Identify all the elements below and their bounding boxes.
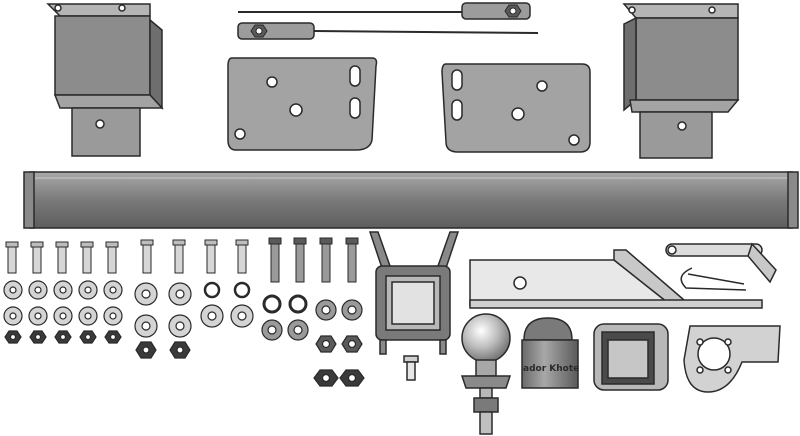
adjustment-rod-bottom [237,22,539,40]
ball-cover-label: ador Khote [523,364,579,374]
left-mounting-bracket [46,3,164,157]
bolts-small [5,241,119,274]
crossbar [23,171,799,229]
washers [3,280,363,341]
tow-ball [460,313,512,435]
drawbar [469,249,763,309]
mounting-plate-left [227,57,378,151]
hitch-pin [665,242,777,284]
receiver-socket [593,323,669,391]
nuts [4,330,365,387]
ball-cover: ador Khote [521,317,579,389]
right-mounting-bracket [622,3,740,159]
hairpin-clip [680,267,747,291]
mounting-plate-right [441,63,591,153]
bolts-large [140,237,359,283]
electrical-socket-bracket [683,325,781,393]
adjustment-rod-top [238,2,531,20]
receiver-hitch [368,231,460,381]
